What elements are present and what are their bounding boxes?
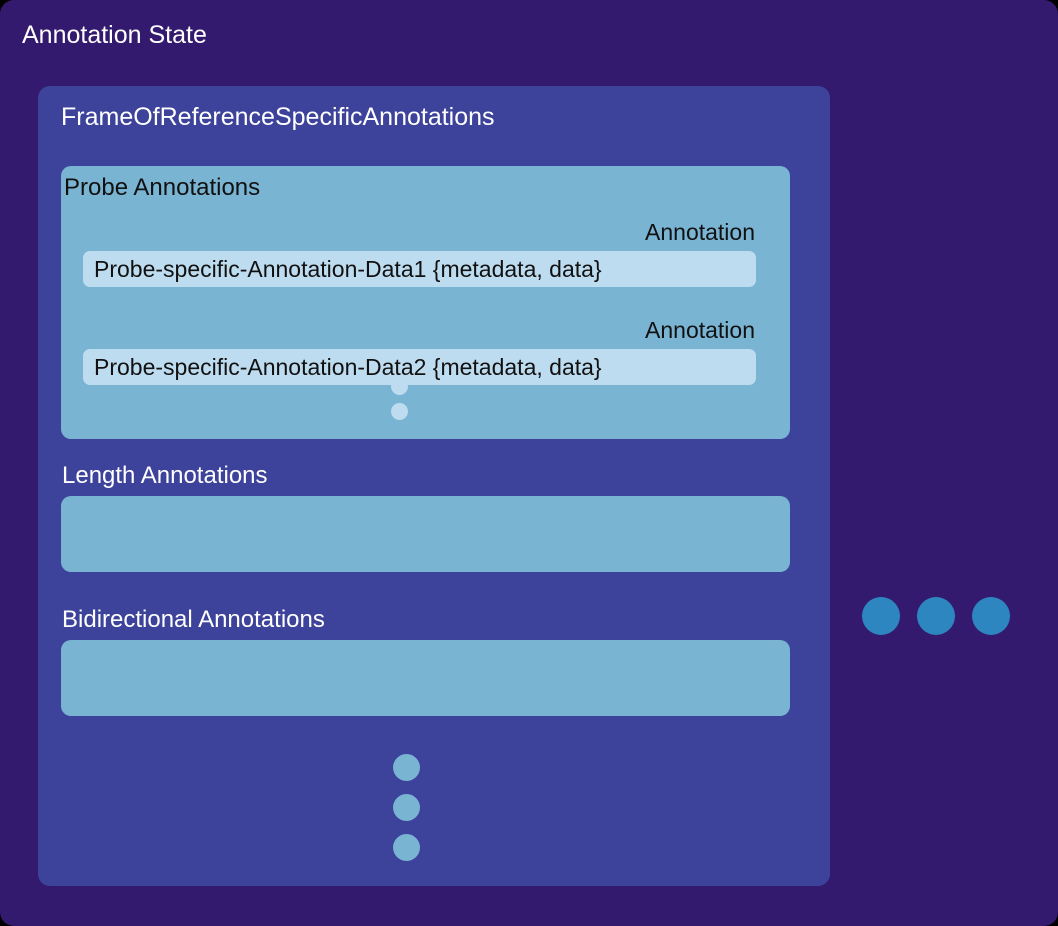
annotation-data-chip: Probe-specific-Annotation-Data1 {metadat… [83,251,756,287]
ellipsis-dot [393,794,420,821]
probe-annotations-title: Probe Annotations [64,174,261,201]
bidirectional-annotations-section: Bidirectional Annotations [61,605,790,716]
annotation-label: Annotation [645,317,755,343]
frame-of-reference-title: FrameOfReferenceSpecificAnnotations [61,103,495,131]
sibling-frames-ellipsis-icon [862,597,1010,635]
ellipsis-dot [391,378,408,395]
bidirectional-annotations-title: Bidirectional Annotations [62,606,325,633]
probe-annotations-box: Probe Annotations Annotation Probe-speci… [61,166,790,439]
frame-of-reference-ellipsis-icon [393,754,420,861]
frame-of-reference-panel: FrameOfReferenceSpecificAnnotations Prob… [38,86,830,886]
ellipsis-dot [972,597,1010,635]
annotation-data-text: Probe-specific-Annotation-Data2 {metadat… [94,354,602,380]
annotation-entry: Annotation Probe-specific-Annotation-Dat… [83,316,756,385]
length-annotations-section: Length Annotations [61,461,790,572]
annotation-entry: Annotation Probe-specific-Annotation-Dat… [83,218,756,287]
annotation-label: Annotation [645,219,755,245]
ellipsis-dot [917,597,955,635]
ellipsis-dot [862,597,900,635]
root-title: Annotation State [22,21,207,49]
ellipsis-dot [393,834,420,861]
ellipsis-dot [391,403,408,420]
length-annotations-body [61,496,790,572]
annotation-data-text: Probe-specific-Annotation-Data1 {metadat… [94,256,602,282]
ellipsis-dot [393,754,420,781]
length-annotations-title: Length Annotations [62,462,268,489]
probe-annotations-ellipsis-icon [391,378,408,420]
bidirectional-annotations-body [61,640,790,716]
annotation-data-chip: Probe-specific-Annotation-Data2 {metadat… [83,349,756,385]
